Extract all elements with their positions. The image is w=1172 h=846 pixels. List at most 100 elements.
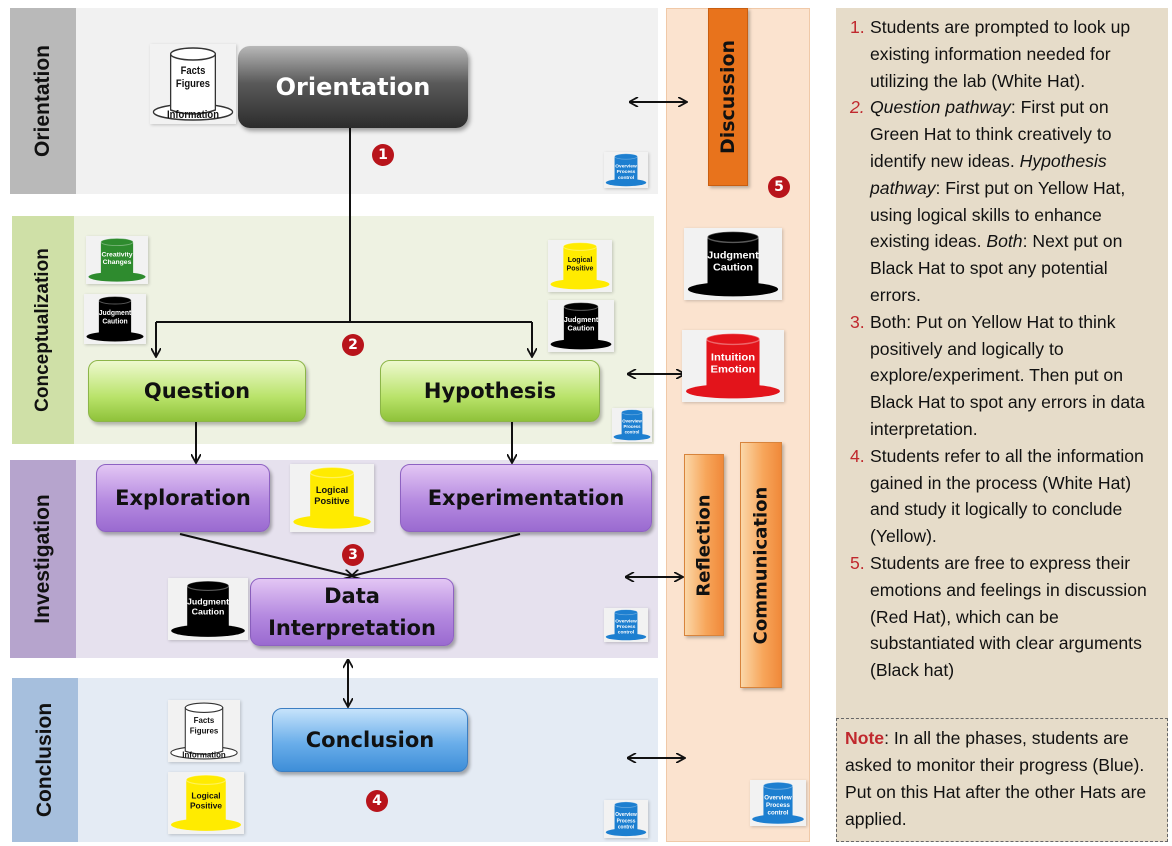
hat-label: Intuition (711, 352, 755, 363)
note-item-5: 5. Students are free to express their em… (844, 550, 1162, 684)
hat-label: Positive (314, 496, 349, 506)
hypothesis-pathway-text: : First put on Yellow Hat, using logical… (870, 177, 1126, 252)
hat-top (614, 609, 638, 616)
hat-top (621, 409, 643, 416)
hat-top (563, 302, 599, 311)
conclusion-band-label: Conclusion (12, 678, 78, 842)
hat-label: Process (617, 169, 636, 175)
note-item-4-text: Students refer to all the information ga… (870, 445, 1144, 547)
hat-top (100, 237, 134, 247)
investigation-band-label: Investigation (10, 460, 76, 658)
hat-crown (614, 156, 638, 184)
hat-crown (186, 779, 226, 827)
hat-label: Logical (568, 256, 593, 264)
hat-label: Caution (713, 263, 753, 274)
hat-label: Judgment (564, 315, 599, 324)
hat-label: Judgment (187, 596, 229, 606)
hat-top (706, 230, 760, 244)
hat-label: Caution (192, 607, 225, 617)
communication-box: Communication (740, 442, 782, 688)
hat-top (614, 801, 638, 808)
note-item-2-number: 2. (850, 97, 865, 118)
hat-top (98, 296, 132, 305)
hat-label: Overview (622, 418, 642, 423)
step-badge-4: 4 (366, 790, 388, 812)
hat-label: Judgment (707, 251, 759, 262)
hat-label: Overview (615, 812, 637, 818)
hat-label: control (625, 429, 640, 434)
hat-crown (100, 242, 134, 278)
hat-label: control (618, 824, 635, 830)
hat-label: Caution (568, 324, 595, 333)
note-item-5-text: Students are free to express their emoti… (870, 552, 1147, 681)
hat-top (169, 47, 217, 61)
conclusion-box: Conclusion (272, 708, 468, 772)
orientation-box: Orientation (238, 46, 468, 128)
exploration-box: Exploration (96, 464, 270, 532)
step-badge-5: 5 (768, 176, 790, 198)
hypothesis-pathway-title: Hypothesis pathway (870, 150, 1107, 198)
hat-label: Creativity (101, 251, 132, 258)
experimentation-to-data-arrow (352, 533, 521, 576)
question-pathway-text: : First put on Green Hat to think creati… (870, 97, 1112, 171)
hat-label: Process (766, 802, 790, 809)
hat-crown (614, 612, 638, 638)
hat-label: Logical (316, 485, 348, 495)
question-box: Question (88, 360, 306, 422)
hat-label: Emotion (711, 364, 756, 375)
note-item-3: 3. Both: Put on Yellow Hat to think posi… (844, 309, 1162, 443)
hat-label: Figures (176, 78, 210, 90)
discussion-box: Discussion (708, 8, 748, 186)
data-interpretation-box: Data Interpretation (250, 578, 454, 646)
step-badge-3: 3 (342, 544, 364, 566)
note-item-3-text: Both: Put on Yellow Hat to think positiv… (870, 311, 1145, 439)
question-pathway-title: Question pathway (870, 97, 1011, 118)
hat-crown (187, 585, 229, 633)
hat-top (186, 580, 230, 591)
hat-crown (169, 53, 217, 115)
experimentation-box: Experimentation (400, 464, 652, 532)
hat-crown (763, 785, 793, 821)
hat-label: control (768, 809, 789, 816)
hat-label: Positive (567, 265, 594, 273)
hat-label: Overview (615, 619, 637, 625)
hat-crown (184, 707, 224, 755)
hat-label: Information (182, 750, 226, 759)
note-item-4: 4. Students refer to all the information… (844, 443, 1162, 550)
hat-label: control (618, 630, 634, 636)
hat-top (763, 781, 793, 790)
note-label: Note (845, 728, 885, 748)
note-item-1-number: 1. (850, 17, 865, 37)
note-item-1: 1. Students are prompted to look up exis… (844, 14, 1162, 94)
exploration-to-data-arrow (179, 533, 352, 576)
hat-crown (310, 472, 354, 524)
hat-crown (706, 339, 760, 393)
hat-crown (98, 300, 132, 338)
hat-label: Figures (190, 726, 219, 735)
